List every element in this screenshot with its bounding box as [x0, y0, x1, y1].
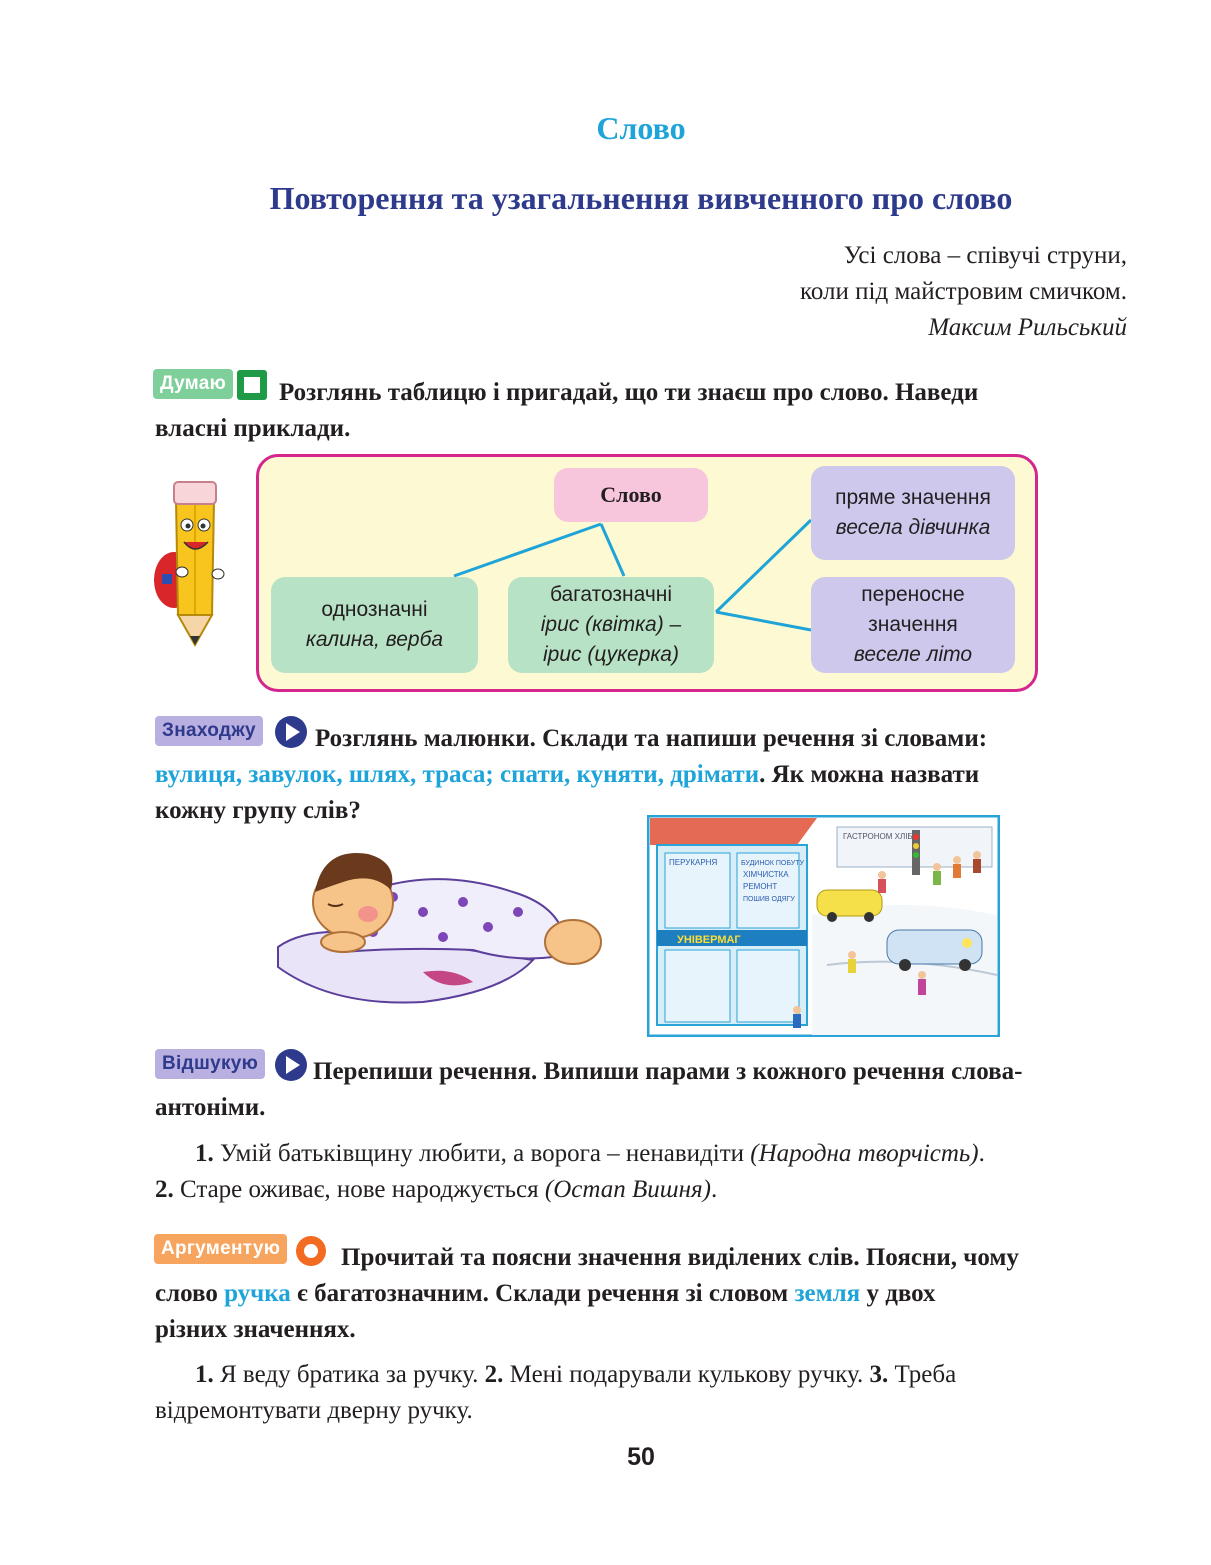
play-icon	[275, 716, 307, 748]
task-4-line-1: Прочитай та поясни значення виділених сл…	[341, 1244, 1019, 1271]
play-icon	[275, 1049, 307, 1081]
badge-label: Відшукую	[162, 1053, 259, 1074]
diagram-single-meaning: однозначні калина, верба	[271, 577, 478, 673]
square-icon	[237, 370, 267, 400]
sentence-text: Умій батьківщину любити, а ворога – нена…	[213, 1140, 751, 1167]
task-2-text-after: . Як можна назвати	[759, 761, 980, 788]
sentence-number: 1.	[195, 1140, 214, 1167]
shop-board-repair: РЕМОНТ	[743, 882, 777, 891]
badge-label: Аргументую	[161, 1238, 281, 1259]
task-3-text: Перепиши речення. Випиши парами з кожног…	[155, 1054, 1127, 1126]
figurative-title-1: переносне	[861, 583, 965, 606]
direct-title: пряме значення	[835, 486, 991, 509]
task-3-sentence-2: 2. Старе оживає, нове народжується (Оста…	[155, 1176, 718, 1203]
diagram-connectors	[453, 518, 813, 632]
street-illustration: УНІВЕРМАГ ПЕРУКАРНЯ БУДИНОК ПОБУТУ ХІМЧИ…	[647, 815, 1000, 1037]
shop-board-barber: ПЕРУКАРНЯ	[669, 858, 717, 867]
task-3-sentence-1: 1. Умій батьківщину любити, а ворога – н…	[195, 1140, 985, 1167]
diagram-direct-meaning: пряме значення весела дівчинка	[811, 466, 1015, 560]
sentence-number: 3.	[869, 1361, 889, 1388]
diagram-root-word: Слово	[554, 468, 708, 522]
sentence-number: 1.	[195, 1361, 214, 1388]
single-example: калина, верба	[305, 628, 444, 651]
sentence-number: 2.	[155, 1176, 174, 1203]
task-badge-search: Відшукую	[155, 1049, 266, 1079]
diagram-root-label: Слово	[600, 482, 662, 507]
sentence-source: (Остап Вишня)	[544, 1176, 711, 1203]
task-2-line-2: вулиця, завулок, шлях, траса; спати, кун…	[155, 757, 1127, 793]
epigraph-author: Максим Рильський	[928, 314, 1127, 341]
sentence-source: (Народна творчість)	[750, 1140, 979, 1167]
task-4-text: Прочитай та поясни значення виділених сл…	[155, 1240, 1127, 1348]
badge-label: Думаю	[160, 373, 227, 394]
task-2-highlight-words: вулиця, завулок, шлях, траса; спати, кун…	[155, 761, 760, 788]
connector-root-multi	[599, 523, 626, 577]
shop-board-tailoring: ПОШИВ ОДЯГУ	[743, 896, 795, 903]
task-1-text: Розглянь таблицю і пригадай, що ти знаєш…	[155, 375, 1127, 447]
task-badge-argue: Аргументую	[154, 1234, 288, 1264]
epigraph: Усі слова – співучі струни, коли під май…	[800, 238, 1127, 346]
task-2-line-3: кожну групу слів?	[155, 797, 361, 824]
shop-sign-grocery: ГАСТРОНОМ ХЛІБ	[843, 832, 913, 841]
task-4-sentence-line-1: 1. Я веду братика за ручку. 2. Мені пода…	[155, 1357, 1127, 1393]
sentence-number: 2.	[484, 1361, 504, 1388]
task-1-line-1: Розглянь таблицю і пригадай, що ти знаєш…	[279, 379, 979, 406]
sentence-text: Я веду братика за ручку.	[213, 1361, 485, 1388]
task-4-sentences: 1. Я веду братика за ручку. 2. Мені пода…	[155, 1357, 1127, 1429]
sentence-text: Треба	[888, 1361, 957, 1388]
task-4-line-2: слово ручка є багатозначним. Склади рече…	[155, 1276, 1127, 1312]
task-badge-find: Знаходжу	[155, 716, 263, 746]
connector-root-single	[453, 522, 602, 578]
task-3-line-2: антоніми.	[155, 1094, 266, 1121]
task-3-sentences: 1. Умій батьківщину любити, а ворога – н…	[155, 1136, 1127, 1208]
multi-example-2: ірис (цукерка)	[543, 643, 679, 666]
task-2-text: Розглянь малюнки. Склади та напиши речен…	[155, 721, 1127, 829]
page-title: Повторення та узагальнення вивченного пр…	[269, 180, 1013, 216]
badge-label: Знаходжу	[162, 720, 256, 741]
task-4-line-3: різних значеннях.	[155, 1316, 356, 1343]
epigraph-line-1: Усі слова – співучі струни,	[843, 242, 1127, 269]
diagram-figurative-meaning: переносне значення веселе літо	[811, 577, 1015, 673]
diagram-multi-meaning: багатозначні ірис (квітка) – ірис (цукер…	[508, 577, 714, 673]
task-4-sentence-line-2: відремонтувати дверну ручку.	[155, 1397, 473, 1424]
multi-example-1: ірис (квітка) –	[540, 613, 682, 636]
task-4-text-d: у двох	[860, 1280, 936, 1307]
task-1-line-2: власні приклади.	[155, 415, 351, 442]
sentence-text: Старе оживає, нове народжується	[173, 1176, 545, 1203]
connector-multi-figurative	[715, 610, 812, 632]
task-3-line-1: Перепиши речення. Випиши парами з кожног…	[313, 1058, 1023, 1085]
highlight-word-zemlia: земля	[794, 1280, 861, 1307]
highlight-word-ruchka: ручка	[224, 1280, 291, 1307]
section-title: Слово	[596, 110, 686, 146]
figurative-example: веселе літо	[853, 643, 973, 666]
shop-board-services: БУДИНОК ПОБУТУ	[741, 860, 804, 867]
direct-example: весела дівчинка	[835, 516, 991, 539]
multi-title: багатозначні	[549, 583, 673, 606]
shop-board-drycleaning: ХІМЧИСТКА	[743, 870, 789, 879]
pencil-mascot-icon	[154, 481, 225, 648]
task-4-text-b: слово	[155, 1280, 225, 1307]
figurative-title-2: значення	[868, 613, 958, 636]
task-badge-think: Думаю	[153, 369, 234, 399]
shop-sign-univermag: УНІВЕРМАГ	[677, 934, 741, 946]
task-2-line-1: Розглянь малюнки. Склади та напиши речен…	[315, 725, 988, 752]
epigraph-line-2: коли під майстровим смичком.	[800, 278, 1127, 305]
sentence-text: Мені подарували кулькову ручку.	[503, 1361, 870, 1388]
circle-icon	[296, 1236, 326, 1266]
task-4-text-c: є багатозначним. Склади речення зі слово…	[290, 1280, 795, 1307]
sleeping-boy-illustration	[277, 853, 602, 1004]
page-number: 50	[627, 1443, 655, 1471]
single-title: однозначні	[321, 598, 428, 621]
connector-multi-direct	[714, 518, 813, 614]
